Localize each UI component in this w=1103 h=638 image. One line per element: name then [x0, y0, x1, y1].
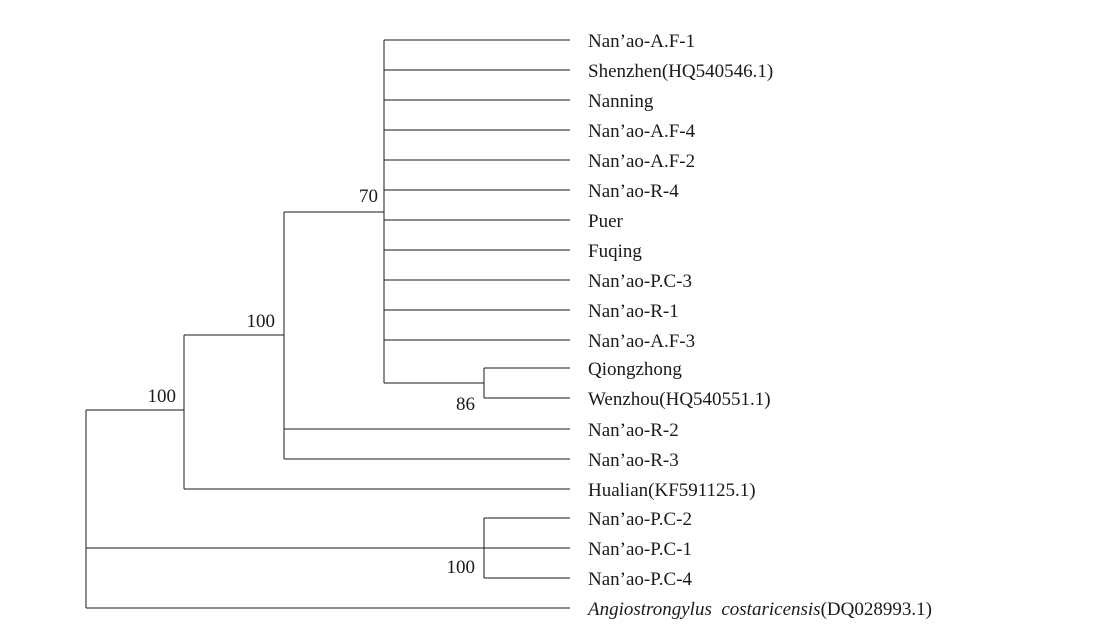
taxon-label: Nan’ao-P.C-3 [588, 271, 692, 292]
taxon-label: Nan’ao-P.C-1 [588, 539, 692, 560]
taxon-label: Shenzhen(HQ540546.1) [588, 61, 773, 82]
bootstrap-value-70: 70 [359, 186, 378, 207]
bootstrap-value-100-pc: 100 [447, 557, 476, 578]
taxon-label: Nan’ao-R-3 [588, 450, 679, 471]
taxon-label: Wenzhou(HQ540551.1) [588, 389, 771, 410]
taxon-labels: Nan’ao-A.F-1 Shenzhen(HQ540546.1) Nannin… [586, 31, 932, 620]
taxon-label: Nan’ao-A.F-2 [588, 151, 695, 172]
taxon-label: Puer [588, 211, 624, 232]
taxon-label: Nan’ao-R-1 [588, 301, 679, 322]
outgroup-species-name: Angiostrongylus costaricensis [586, 599, 821, 620]
taxon-label: Nan’ao-A.F-3 [588, 331, 695, 352]
bootstrap-value-100-inner: 100 [247, 311, 276, 332]
taxon-label: Nan’ao-A.F-1 [588, 31, 695, 52]
tree-branches [85, 39, 570, 609]
taxon-label: Qiongzhong [588, 359, 682, 380]
taxon-label: Hualian(KF591125.1) [588, 480, 756, 501]
outgroup-label: Angiostrongylus costaricensis(DQ028993.1… [586, 599, 932, 620]
taxon-label: Nan’ao-P.C-2 [588, 509, 692, 530]
bootstrap-value-100-outer: 100 [148, 386, 177, 407]
taxon-label: Nanning [588, 91, 654, 112]
taxon-label: Nan’ao-R-2 [588, 420, 679, 441]
taxon-label: Nan’ao-R-4 [588, 181, 679, 202]
bootstrap-value-86: 86 [456, 394, 475, 415]
taxon-label: Fuqing [588, 241, 642, 262]
bootstrap-values: 70 86 100 100 100 [148, 186, 476, 578]
taxon-label: Nan’ao-A.F-4 [588, 121, 696, 142]
outgroup-accession: (DQ028993.1) [821, 599, 932, 620]
taxon-label: Nan’ao-P.C-4 [588, 569, 692, 590]
